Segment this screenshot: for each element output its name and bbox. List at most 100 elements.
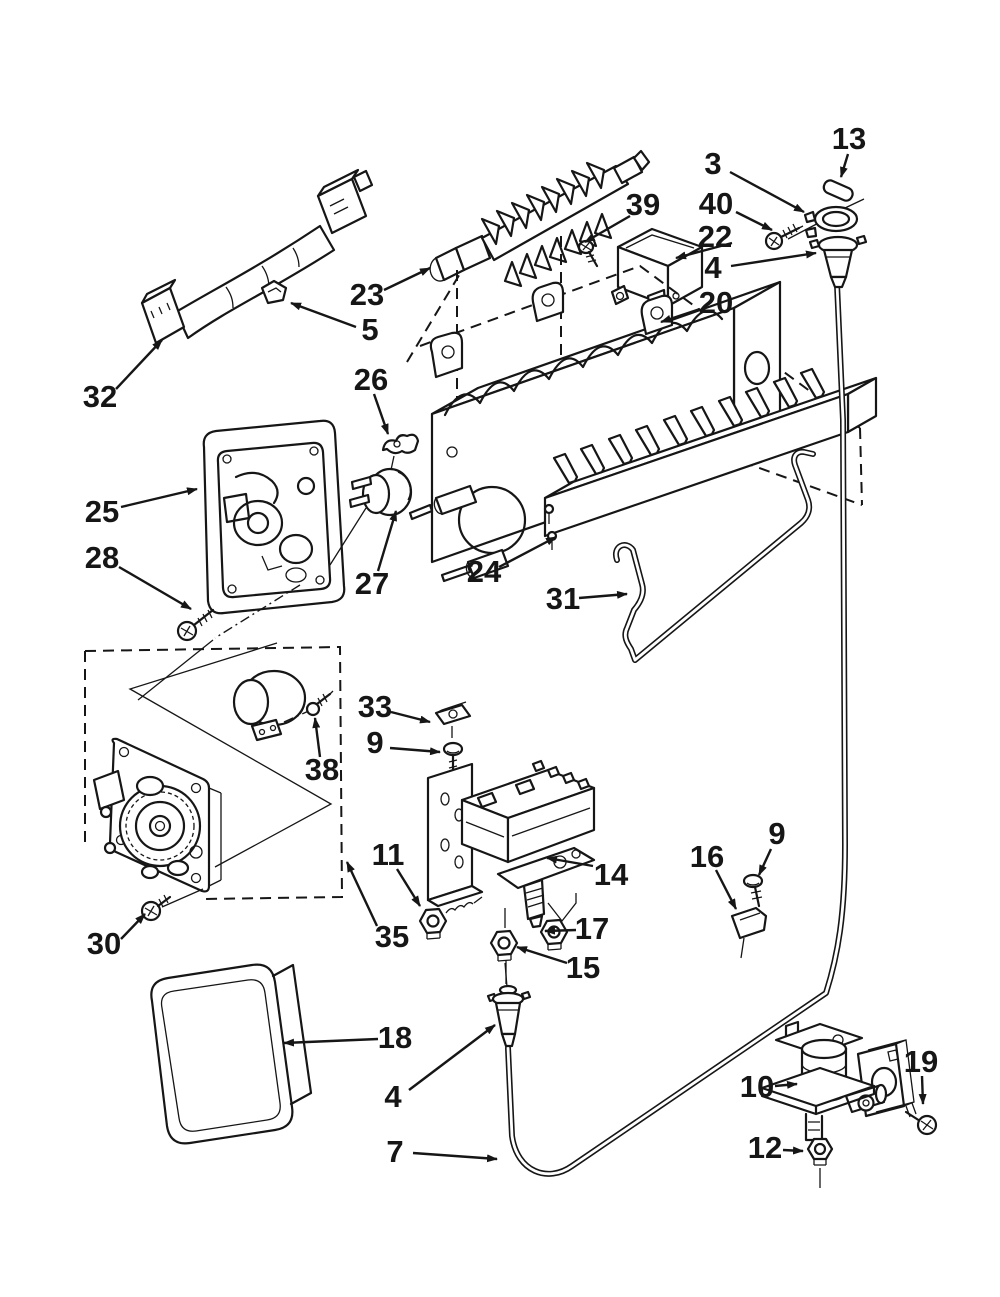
nut-15 [489,908,519,988]
callout-arrow-11 [395,868,422,907]
callout-label-16: 16 [690,839,724,874]
callout-label-33: 33 [358,689,392,724]
callout-arrow-17 [544,926,577,935]
callout-label-5: 5 [361,312,378,347]
callout-label-13: 13 [832,121,866,156]
callout-label-26: 26 [354,362,388,397]
callout-label-10: 10 [740,1069,774,1104]
callout-28: 28 [85,540,192,611]
callout-arrow-27 [376,510,398,572]
screw-28 [176,608,215,642]
icemaker-cover [150,963,313,1145]
callout-label-7: 7 [386,1134,403,1169]
callout-label-12: 12 [748,1130,782,1165]
callout-arrow-4a [730,250,817,268]
callout-label-20: 20 [699,285,733,320]
nut-17 [539,918,569,951]
screw-38 [305,690,334,717]
callout-38: 38 [305,717,339,787]
callout-arrow-32 [115,339,163,390]
callout-arrow-26 [372,393,390,435]
callout-23: 23 [350,266,431,312]
callout-label-39: 39 [626,187,660,222]
callout-arrow-23 [383,266,431,292]
callout-arrow-22 [675,241,733,260]
control-module-housing [137,419,367,701]
ice-stripper [543,367,878,550]
wiring-harness [140,168,374,345]
callout-4b: 4 [384,1024,496,1114]
callout-16: 16 [690,839,738,910]
callout-arrow-7 [412,1151,498,1163]
callout-30: 30 [87,913,146,961]
icemaker-mold-body [408,280,782,583]
callout-label-24: 24 [467,554,502,589]
screw-9-right [742,873,764,908]
callout-arrow-40 [735,210,773,232]
callout-label-9a: 9 [366,725,383,760]
motor-plug [348,467,413,517]
tube-sleeve-13 [822,179,854,202]
callout-arrow-31 [578,590,628,600]
shutoff-arm-wire [612,448,816,663]
nut-11 [418,896,483,940]
water-valve-assembly [426,759,596,929]
callout-label-25: 25 [85,494,119,529]
callout-label-22: 22 [698,219,732,254]
callout-label-40: 40 [699,186,733,221]
inlet-valve [760,1020,915,1142]
callout-arrow-3 [729,170,805,214]
screw-40 [764,223,804,251]
callout-label-23: 23 [350,277,384,312]
callout-label-27: 27 [355,566,389,601]
callout-7: 7 [386,1134,498,1169]
callout-label-4b: 4 [384,1079,402,1114]
clip-16 [730,906,768,959]
ejector-auger [429,149,651,288]
callout-arrow-24 [498,535,557,569]
grommet-4-bottom [486,960,532,1048]
callout-13: 13 [832,121,866,178]
callout-15: 15 [516,945,600,985]
harness-clip [260,279,288,305]
callout-32: 32 [83,339,163,414]
callout-arrow-15 [516,945,568,965]
clip-33 [434,701,472,738]
callout-40: 40 [699,186,773,232]
screw-30 [140,894,172,922]
callout-label-15: 15 [566,950,600,985]
callout-label-30: 30 [87,926,121,961]
callout-12: 12 [748,1130,804,1165]
callout-11: 11 [372,837,422,907]
callout-arrow-12 [782,1146,804,1155]
callout-label-32: 32 [83,379,117,414]
callout-arrow-10 [774,1080,798,1089]
callout-label-38: 38 [305,752,339,787]
callout-31: 31 [546,581,628,616]
callout-arrow-14 [546,855,594,868]
callout-9b: 9 [757,816,786,876]
callout-label-11: 11 [372,837,405,872]
callout-arrow-33 [390,710,431,724]
callout-arrow-30 [120,913,146,940]
callout-label-14: 14 [594,857,629,892]
gear-plate [92,737,222,908]
callout-18: 18 [283,1020,412,1055]
callout-22: 22 [675,219,733,260]
subassembly-dashed-box [84,642,344,900]
callout-label-4a: 4 [704,250,722,285]
callout-4a: 4 [704,250,817,285]
callout-arrow-39 [584,214,631,244]
callout-arrow-18 [283,1037,379,1047]
retainer-clip-26 [381,433,420,471]
grommet-4-top [808,234,868,289]
callout-20: 20 [660,285,733,324]
callout-arrow-9b [757,848,773,876]
callout-arrow-38 [312,717,322,758]
callout-label-18: 18 [378,1020,412,1055]
callout-label-3: 3 [704,146,721,181]
callout-label-31: 31 [546,581,580,616]
